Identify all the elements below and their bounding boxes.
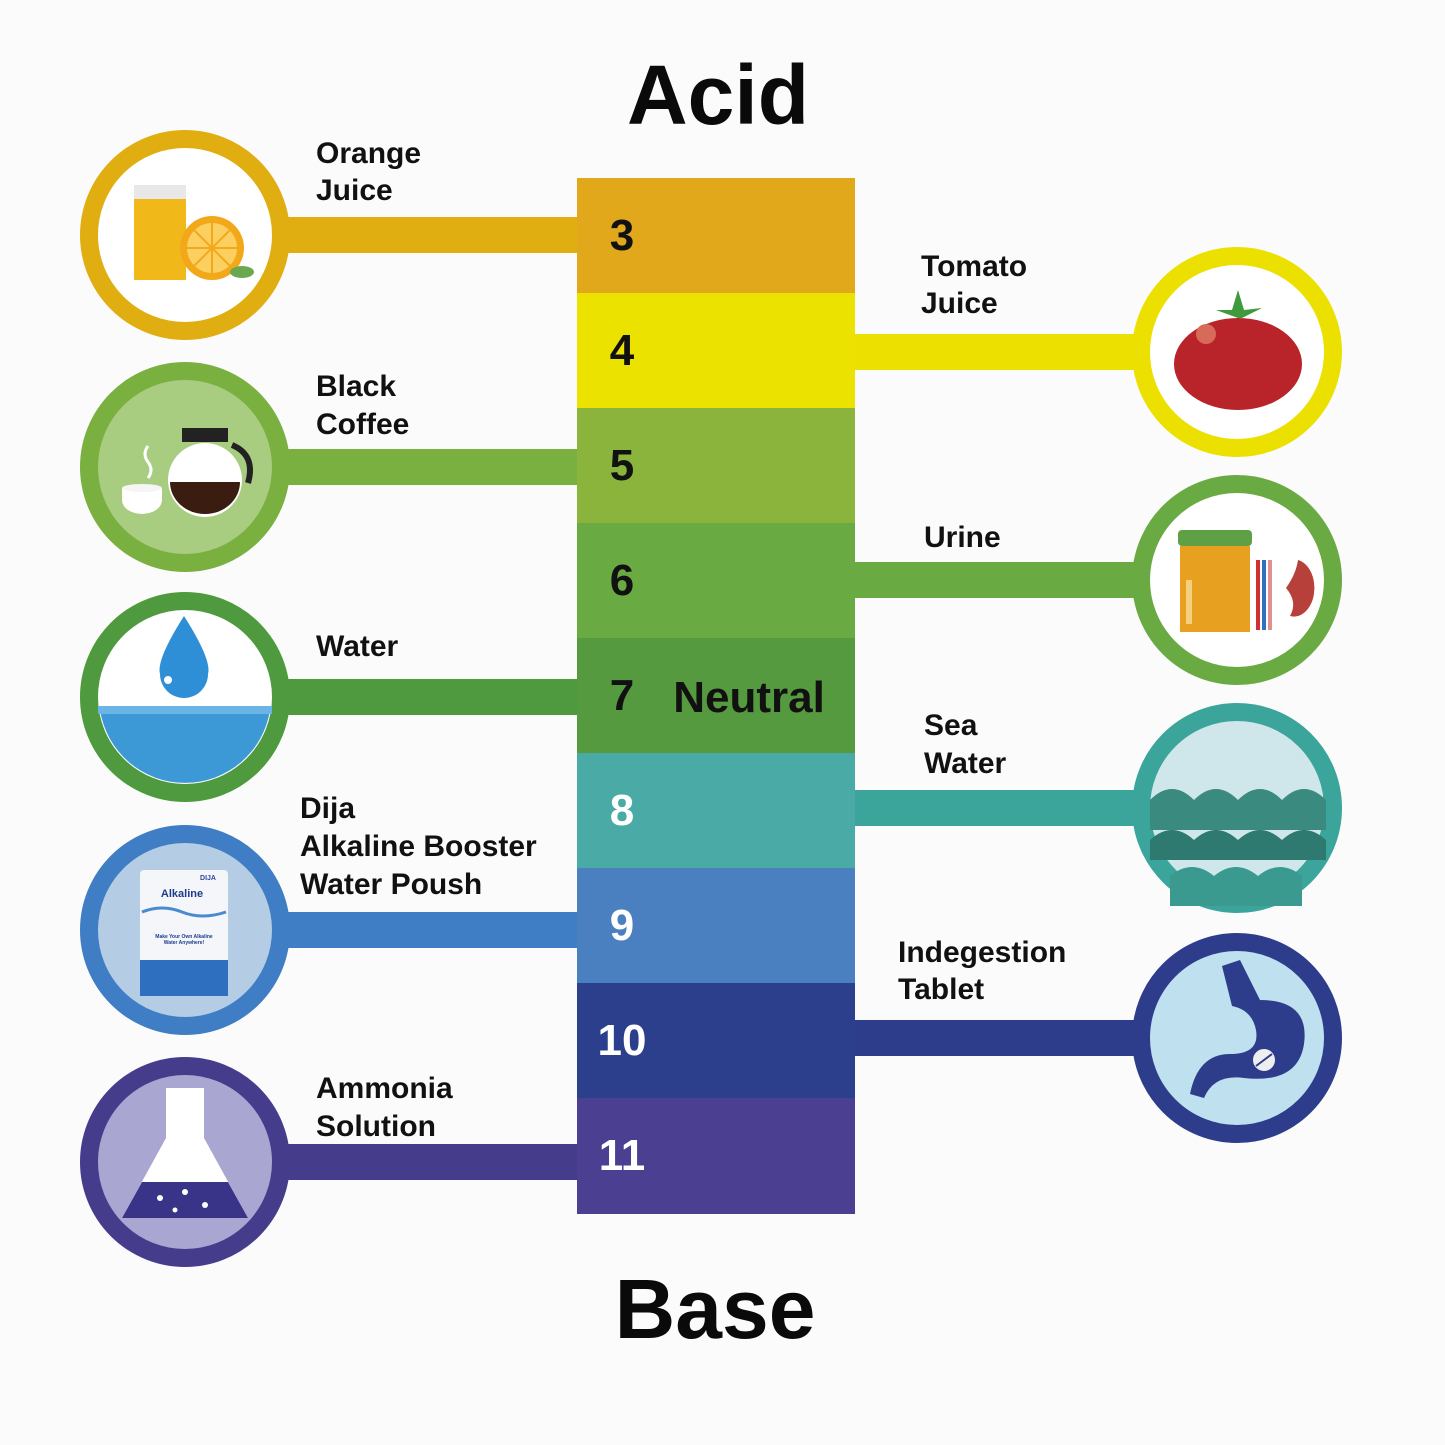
- ph-value-10: 10: [598, 1016, 647, 1065]
- connector-left-2: [270, 679, 579, 715]
- label-water: Water: [316, 630, 399, 663]
- connector-left-1: [270, 449, 579, 485]
- orange-juice-icon: [134, 185, 254, 280]
- ph-value-3: 3: [610, 211, 634, 260]
- neutral-label: Neutral: [673, 673, 825, 722]
- urine-kidney-icon: [1178, 530, 1315, 632]
- ph-band-7: [577, 638, 855, 754]
- connector-left-4: [270, 1144, 579, 1180]
- ph-value-5: 5: [610, 441, 634, 490]
- label-ammonia-line2: Solution: [316, 1110, 436, 1143]
- ph-value-11: 11: [599, 1131, 646, 1180]
- ph-band-5: [577, 408, 855, 524]
- ph-value-4: 4: [610, 326, 635, 375]
- connector-right-3: [853, 1020, 1140, 1056]
- svg-text:Alkaline: Alkaline: [161, 888, 203, 900]
- ph-value-6: 6: [610, 556, 634, 605]
- label-dija-line3: Water Poush: [300, 868, 482, 901]
- connector-right-0: [853, 334, 1140, 370]
- acid-title: Acid: [627, 48, 809, 142]
- label-black-coffee-line2: Coffee: [316, 408, 409, 441]
- connector-right-1: [853, 562, 1140, 598]
- ph-value-9: 9: [610, 901, 634, 950]
- label-indigestion-line1: Indegestion: [898, 936, 1066, 969]
- circle-stomach-tablet: [1132, 933, 1342, 1143]
- label-dija-line1: Dija: [300, 792, 355, 825]
- alkaline-pouch-icon: DIJA Alkaline Make Your Own Alkaline Wat…: [140, 870, 228, 996]
- ph-band-3: [577, 178, 855, 294]
- label-sea-line2: Water: [924, 747, 1007, 780]
- connectors: [270, 217, 1140, 1180]
- label-black-coffee-line1: Black: [316, 370, 396, 403]
- left-labels: Orange Juice Black Coffee Water Dija Alk…: [300, 137, 537, 1143]
- label-orange-juice-line1: Orange: [316, 137, 421, 170]
- label-ammonia-line1: Ammonia: [316, 1072, 453, 1105]
- ph-value-8: 8: [610, 786, 634, 835]
- svg-text:Water Anywhere!: Water Anywhere!: [164, 940, 205, 946]
- base-title: Base: [615, 1262, 816, 1356]
- ph-band-11: [577, 1098, 855, 1214]
- connector-right-2: [853, 790, 1140, 826]
- coffee-icon: [122, 428, 253, 517]
- water-drop-icon: [98, 616, 272, 783]
- svg-text:Make Your Own Alkaline: Make Your Own Alkaline: [155, 934, 213, 940]
- ph-band-10: [577, 983, 855, 1099]
- ph-band-9: [577, 868, 855, 984]
- connector-left-3: [270, 912, 579, 948]
- ph-band-6: [577, 523, 855, 639]
- label-tomato-line1: Tomato: [921, 250, 1027, 283]
- ph-value-7: 7: [610, 671, 634, 720]
- ph-band-8: [577, 753, 855, 869]
- svg-text:DIJA: DIJA: [200, 875, 216, 882]
- label-sea-line1: Sea: [924, 709, 978, 742]
- sea-waves-icon: [1150, 789, 1326, 906]
- label-indigestion-line2: Tablet: [898, 973, 984, 1006]
- label-dija-line2: Alkaline Booster: [300, 830, 537, 863]
- label-orange-juice-line2: Juice: [316, 174, 393, 207]
- flask-icon: [122, 1088, 248, 1218]
- connector-left-0: [270, 217, 579, 253]
- ph-scale-bar: 3 4 5 6 7 Neutral 8 9 10 11: [577, 178, 855, 1214]
- tomato-icon: [1174, 290, 1302, 410]
- stomach-tablet-icon: [1190, 960, 1305, 1098]
- ph-band-4: [577, 293, 855, 409]
- label-urine: Urine: [924, 521, 1001, 554]
- label-tomato-line2: Juice: [921, 287, 998, 320]
- right-labels: Tomato Juice Urine Sea Water Indegestion…: [898, 250, 1066, 1006]
